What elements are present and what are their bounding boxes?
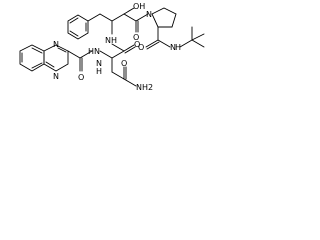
quinoxaline-n2-label: N bbox=[53, 72, 59, 81]
atom-labels: OH O N NH O HN N H O N H O O NH2 N N bbox=[53, 2, 181, 92]
phenyl-ring bbox=[67, 14, 89, 40]
pyrrolidine-ring bbox=[145, 7, 177, 50]
hydroxyl-label: OH bbox=[133, 2, 145, 11]
pyrrolidine-nitrogen-label: N bbox=[146, 10, 152, 19]
amide-oxygen-3-label: O bbox=[78, 73, 84, 82]
amide-oxygen-1-label: O bbox=[134, 40, 140, 49]
asn-nh2-label: NH2 bbox=[136, 83, 153, 92]
amide-nh-1-label: NH bbox=[105, 36, 117, 45]
molecule-svg: OH O N NH O HN N H O N H O O NH2 N N bbox=[19, 2, 205, 92]
amide-oxygen-2-label: O bbox=[138, 43, 144, 52]
tert-butyl-group bbox=[179, 26, 205, 48]
tbutyl-amide-h-label: H bbox=[175, 43, 181, 52]
quinoxaline-ring bbox=[19, 44, 69, 72]
amide-h-3-label: H bbox=[96, 67, 102, 76]
ketone-oxygen-label: O bbox=[133, 33, 139, 42]
quinoxaline-n1-label: N bbox=[53, 40, 59, 49]
molecule-structure-diagram: OH O N NH O HN N H O N H O O NH2 N N bbox=[0, 0, 238, 132]
amide-nh-2-label: HN bbox=[88, 47, 100, 56]
asn-oxygen-label: O bbox=[121, 59, 127, 68]
backbone-bonds bbox=[67, 7, 149, 87]
tbutyl-amide-nitrogen-label: N bbox=[170, 43, 176, 52]
amide-nitrogen-3-label: N bbox=[96, 59, 102, 68]
